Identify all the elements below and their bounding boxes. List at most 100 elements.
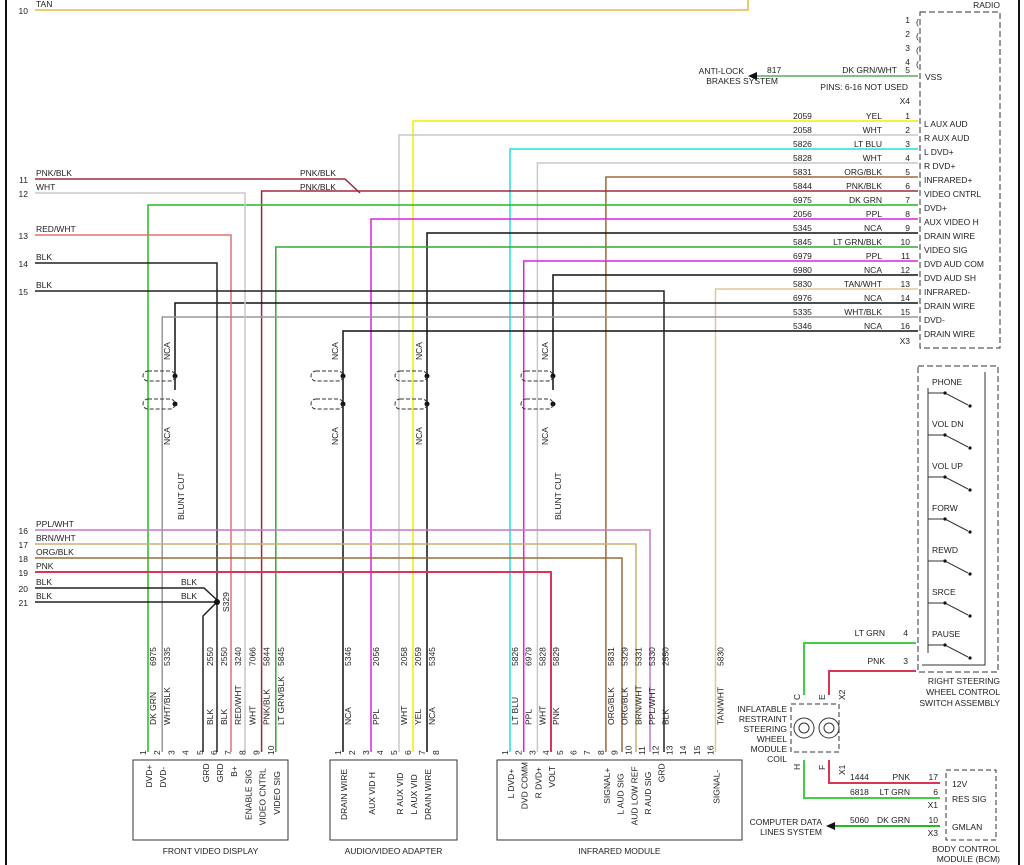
radio-wire [509,148,918,752]
radio-x3-pin-label: DVD- [924,315,945,325]
front-video-display-circuit-number: 5335 [162,647,172,666]
radio-x3-pin-label: R AUX AUD [924,133,969,143]
audio-video-adapter-pin-label: DRAIN WIRE [423,769,433,820]
bcm-x1-label: X1 [928,800,939,810]
infrared-module-pin-number: 5 [555,750,565,755]
radio-x3-pin-number: 11 [901,251,910,261]
radio-x3-wire-color: LT GRN/BLK [833,237,882,247]
infrared-module-pin-number: 9 [610,750,620,755]
radio-wire [147,204,918,752]
audio-video-adapter-wire-color: NCA [427,707,437,725]
front-video-display-pin-label: GRD [201,763,211,782]
infrared-module-wire-color: ORG/BLK [606,687,616,725]
infrared-module-pin-number: 15 [692,745,702,755]
infrared-module-pin-number: 1 [500,750,510,755]
tan-wire [35,0,749,11]
radio-x3-wire-color: NCA [864,223,882,233]
shield-symbol [394,370,428,382]
radio-x3-pin-label: DRAIN WIRE [924,301,975,311]
bcm-pin-number: 6 [933,787,938,797]
steering-switch-title: RIGHT STEERING [928,676,1000,686]
front-video-display-wire-color: BLK [219,709,229,725]
shield-symbol [520,370,554,382]
front-video-display-box [132,759,289,841]
radio-x3-pin-number: 14 [901,293,911,303]
switch-dot [968,572,972,576]
switch-dot [943,391,947,395]
vss-pin-number: 5 [905,65,910,75]
audio-video-adapter-pin-label: L AUX VID [409,774,419,814]
radio-x3-wire-color: WHT [863,153,882,163]
bcm-title: BODY CONTROL [932,844,1000,854]
switch-dot [968,446,972,450]
bcm-title: MODULE (BCM) [937,854,1000,864]
audio-video-adapter-circuit-number: 5345 [427,647,437,666]
radio-x4-pin-number: 1 [905,15,910,25]
front-video-display-pin-number: 10 [266,745,276,755]
radio-x3-pin-number: 10 [901,237,911,247]
radio-x3-pin-number: 5 [905,167,910,177]
blk-wire-15 [35,290,665,752]
shield-symbol [394,398,428,410]
radio-x3-wire-color: PPL [866,251,882,261]
radio-x3-circuit-number: 5828 [793,153,812,163]
radio-wire [161,316,918,752]
radio-x4-pin-number: 2 [905,29,910,39]
switch-dot [968,530,972,534]
front-video-display-wire-color: WHT [247,706,257,725]
splice-label: BLK [181,577,197,587]
anti-lock-label: BRAKES SYSTEM [706,76,778,86]
left-wire-color: BLK [36,280,52,290]
radio-x3-wire-color: NCA [864,293,882,303]
audio-video-adapter-wire-color: YEL [413,709,423,725]
front-video-display-pin-label: VIDEO CNTRL [258,768,268,825]
coil-title: STEERING [744,724,787,734]
lt-grn-wire-bcm [803,760,940,799]
radio-x3-wire-color: PPL [866,209,882,219]
switch-dot [968,656,972,660]
front-video-display-pin-label: GRD [215,763,225,782]
radio-x3-pin-number: 8 [905,209,910,219]
shield-dot [172,373,178,379]
infrared-module-pin-number: 14 [678,745,688,755]
coil-title: COIL [767,754,787,764]
pnk-blk-label: PNK/BLK [300,168,336,178]
front-video-display-pin-label: B+ [229,766,239,777]
radio-x3-wire-color: LT BLU [854,139,882,149]
pnk-blk-label: PNK/BLK [300,182,336,192]
infrared-module-wire-color: TAN/WHT [716,687,726,725]
infrared-module-box [496,759,743,841]
audio-video-adapter-title: AUDIO/VIDEO ADAPTER [345,846,443,856]
coil-box [790,703,840,753]
audio-video-adapter-circuit-number: 2059 [413,647,423,666]
radio-x3-wire-color: NCA [864,321,882,331]
front-video-display-circuit-number: 2550 [205,647,215,666]
radio-x3-circuit-number: 5345 [793,223,812,233]
radio-x3-circuit-number: 6979 [793,251,812,261]
infrared-module-wire-color: LT BLU [510,697,520,725]
shield-symbol [142,398,176,410]
radio-x3-circuit-number: 2056 [793,209,812,219]
coil-title: MODULE [751,744,788,754]
ppl-wht-wire-16 [35,529,651,752]
infrared-module-wire-color: BLK [661,709,671,725]
steering-switch-label: SRCE [932,587,956,597]
switch-dot [943,517,947,521]
shield-nca-label: NCA [540,342,550,360]
infrared-module-title: INFRARED MODULE [578,846,661,856]
data-lines-label: LINES SYSTEM [760,827,822,837]
audio-video-adapter-circuit-number: 5346 [343,647,353,666]
shield-nca-label: NCA [414,427,424,445]
steering-switch-label: FORW [932,503,958,513]
shield-dot [424,401,430,407]
radio-wire [552,274,918,390]
front-video-display-pin-label: DVD- [158,767,168,788]
infrared-module-circuit-number: 5829 [551,647,561,666]
audio-video-adapter-circuit-number: 2058 [399,647,409,666]
radio-x3-circuit-number: 5844 [793,181,812,191]
blk-wire-14 [35,262,218,600]
radio-wire [412,120,918,752]
splice-label: BLK [181,591,197,601]
switch-dot [968,488,972,492]
bcm-wire-color: PNK [893,772,911,782]
